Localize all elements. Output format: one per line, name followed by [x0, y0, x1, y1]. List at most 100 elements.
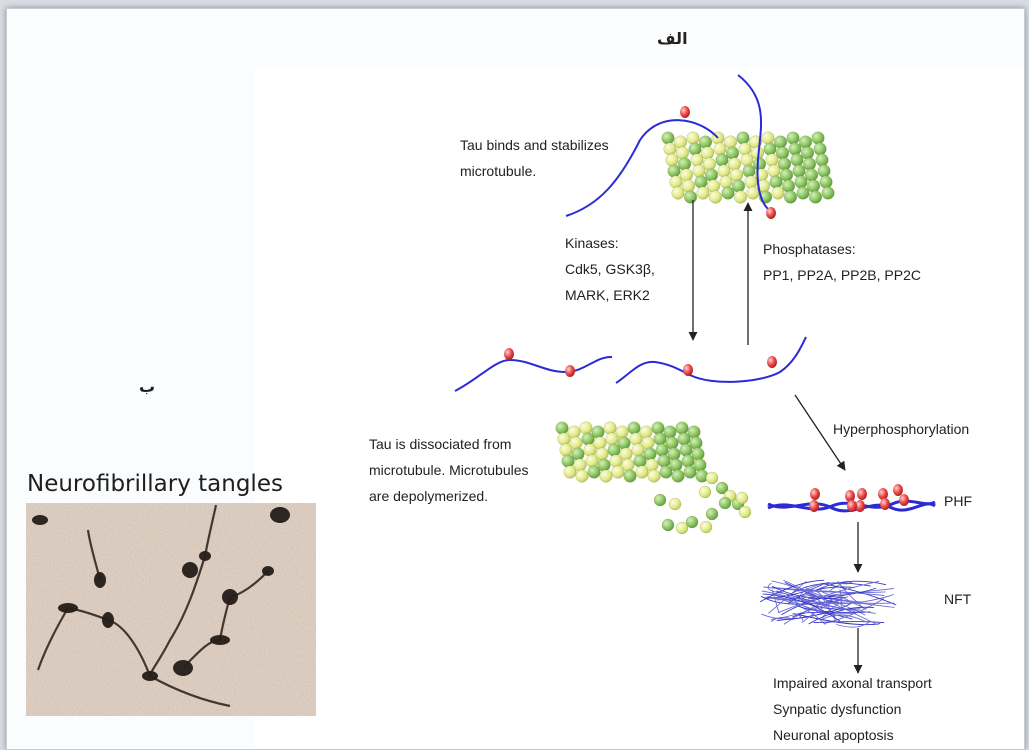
tubulin-dimer	[669, 498, 681, 510]
tubulin-dimer	[732, 180, 745, 193]
tubulin-dimer	[739, 506, 751, 518]
tubulin-dimer	[707, 180, 720, 193]
tubulin-dimer	[676, 422, 689, 435]
tubulin-dimer	[594, 437, 607, 450]
phosphate-icon	[680, 106, 690, 118]
tubulin-dimer	[739, 143, 752, 156]
tubulin-dimer	[768, 165, 781, 178]
tubulin-dimer	[705, 169, 718, 182]
tubulin-dimer	[780, 169, 793, 182]
tubulin-dimer	[747, 187, 760, 200]
tubulin-dimer	[709, 191, 722, 204]
tau-strand-free-right	[616, 337, 806, 383]
tubulin-dimer	[680, 169, 693, 182]
phosphate-icon	[878, 488, 888, 500]
tubulin-dimer	[706, 508, 718, 520]
tubulin-dimer	[797, 187, 810, 200]
tubulin-dimer	[728, 158, 741, 171]
tubulin-dimer	[640, 426, 653, 439]
tubulin-dimer	[678, 158, 691, 171]
tubulin-dimer	[822, 187, 835, 200]
tubulin-dimer	[604, 422, 617, 435]
tubulin-dimer	[745, 176, 758, 189]
phosphate-icon	[810, 488, 820, 500]
tubulin-dimer	[692, 448, 705, 461]
tubulin-dimer	[737, 132, 750, 145]
tubulin-dimer	[718, 165, 731, 178]
tubulin-dimer	[689, 143, 702, 156]
tubulin-dimer	[693, 165, 706, 178]
tubulin-dimer	[662, 132, 675, 145]
tubulin-dimer	[772, 187, 785, 200]
tubulin-dimer	[743, 165, 756, 178]
tubulin-dimer	[672, 187, 685, 200]
tubulin-dimer	[791, 154, 804, 167]
tubulin-dimer	[716, 154, 729, 167]
tubulin-dimer	[668, 165, 681, 178]
tubulin-dimer	[700, 521, 712, 533]
phosphate-icon	[683, 364, 693, 376]
tubulin-dimer	[664, 426, 677, 439]
tubulin-dimer	[664, 143, 677, 156]
tubulin-dimer	[684, 191, 697, 204]
tubulin-dimer	[628, 422, 641, 435]
phosphate-icon	[880, 498, 890, 510]
tubulin-dimer	[770, 176, 783, 189]
tubulin-dimer	[676, 522, 688, 534]
tubulin-dimer	[620, 448, 633, 461]
tubulin-dimer	[730, 169, 743, 182]
tubulin-dimer	[622, 459, 635, 472]
tubulin-dimer	[592, 426, 605, 439]
tubulin-dimer	[654, 494, 666, 506]
tubulin-dimer	[600, 470, 613, 483]
tubulin-dimer	[724, 136, 737, 149]
tubulin-dimer	[644, 448, 657, 461]
tubulin-dimer	[795, 176, 808, 189]
tubulin-dimer	[722, 187, 735, 200]
phosphate-icon	[504, 348, 514, 360]
tangles-micrograph	[26, 503, 316, 716]
neuron-cell-body	[270, 507, 290, 523]
tubulin-dimer	[782, 180, 795, 193]
phosphate-icon	[857, 488, 867, 500]
tubulin-dimer	[766, 154, 779, 167]
tubulin-dimer	[774, 136, 787, 149]
tubulin-dimer	[701, 147, 714, 160]
tubulin-dimer	[666, 437, 679, 450]
tubulin-dimer	[670, 176, 683, 189]
tau-strand-free-left	[455, 357, 612, 391]
tubulin-dimer	[801, 147, 814, 160]
tubulin-dimer	[726, 147, 739, 160]
tubulin-dimer	[624, 470, 637, 483]
tubulin-dimer	[598, 459, 611, 472]
tubulin-dimer	[764, 143, 777, 156]
tubulin-dimer	[809, 191, 822, 204]
tubulin-dimer	[720, 176, 733, 189]
phosphate-icon	[899, 494, 909, 506]
tubulin-dimer	[616, 426, 629, 439]
tubulin-dimer	[699, 486, 711, 498]
tubulin-dimer	[687, 132, 700, 145]
tubulin-dimer	[574, 459, 587, 472]
tubulin-dimer	[803, 158, 816, 171]
tubulin-dimer	[570, 437, 583, 450]
tubulin-dimer	[556, 422, 569, 435]
tubulin-dimer	[568, 426, 581, 439]
tubulin-dimer	[652, 422, 665, 435]
neuron-cell-body	[32, 515, 48, 525]
tubulin-dimer	[719, 497, 731, 509]
tubulin-dimer	[734, 191, 747, 204]
phosphate-icon	[766, 207, 776, 219]
phosphate-icon	[893, 484, 903, 496]
hyperphosphorylation-arrow	[795, 395, 845, 470]
tubulin-dimer	[670, 459, 683, 472]
tubulin-dimer	[642, 437, 655, 450]
tubulin-dimer	[816, 154, 829, 167]
tubulin-dimer	[784, 191, 797, 204]
tubulin-dimer	[776, 147, 789, 160]
tubulin-dimer	[807, 180, 820, 193]
tubulin-dimer	[694, 459, 707, 472]
tubulin-dimer	[668, 448, 681, 461]
tubulin-dimer	[805, 169, 818, 182]
